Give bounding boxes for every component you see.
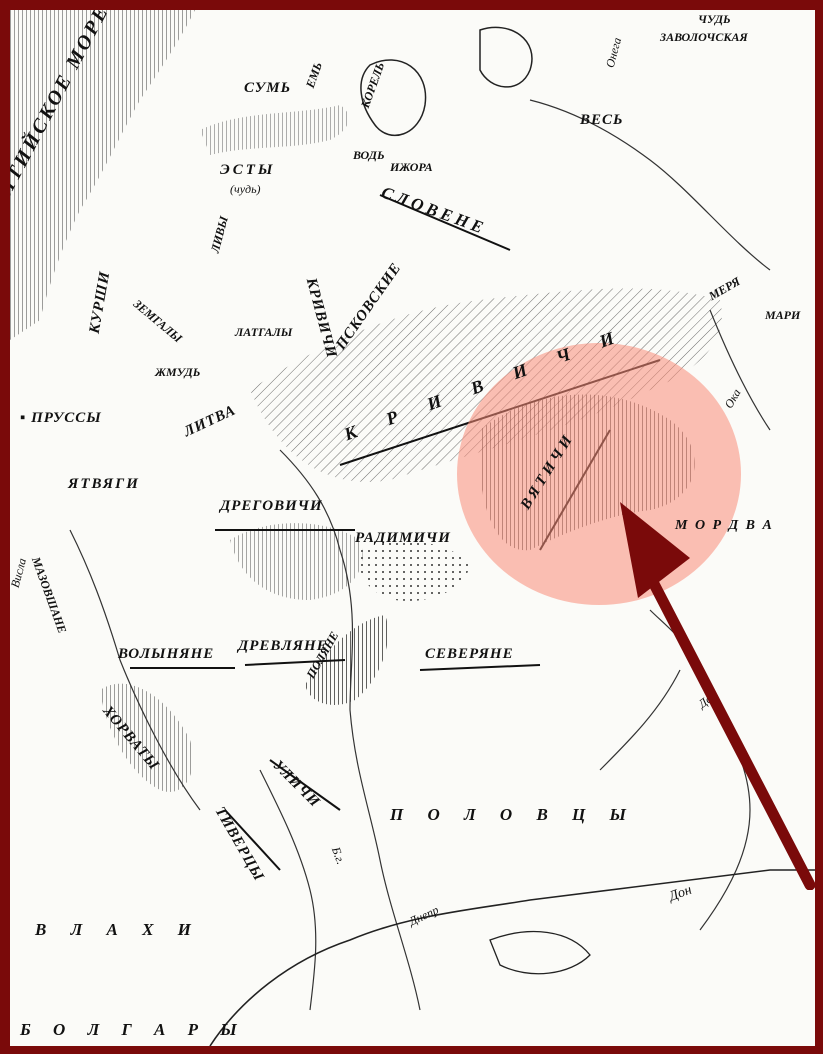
label-volynyane: ВОЛЫНЯНЕ [118, 646, 215, 662]
black-sea-coast [209, 869, 815, 1046]
label-bolgary: Б О Л Г А Р Ы [20, 1020, 246, 1039]
label-sum: СУМЬ [244, 80, 292, 96]
label-vod: ВОДЬ [353, 148, 385, 162]
arrow-icon [620, 502, 815, 890]
lake-onega [479, 26, 533, 88]
crimea [489, 930, 591, 975]
vyatichi-highlight-circle [457, 343, 741, 605]
rivers [69, 99, 771, 1011]
radimichi-zone [359, 541, 470, 601]
label-esty: ЭСТЫ [220, 162, 276, 178]
label-drevlyane: ДРЕВЛЯНЕ [238, 638, 328, 654]
label-izhora: ИЖОРА [390, 160, 433, 174]
label-latgaly: ЛАТГАЛЫ [235, 325, 293, 339]
horvaty-zone [100, 683, 194, 792]
label-vlahi: В Л А Х И [35, 920, 201, 939]
lake-ladoga [360, 59, 427, 136]
baltic-sea [10, 10, 195, 340]
krivichi-zone [250, 288, 722, 482]
label-ves: ВЕСЬ [580, 112, 624, 128]
label-radimichi: РАДИМИЧИ [355, 530, 451, 546]
polyane-zone [305, 615, 389, 705]
label-zhmud: ЖМУДЬ [155, 365, 201, 379]
label-prussy: ▪ ПРУССЫ [20, 410, 102, 426]
label-chud: (чудь) [230, 182, 261, 196]
gulf-of-finland [200, 105, 349, 155]
label-chud-2: ЗАВОЛОЧСКАЯ [660, 30, 748, 44]
label-polovtsy: П О Л О В Ц Ы [390, 805, 636, 824]
label-yatvyagi: ЯТВЯГИ [68, 476, 140, 492]
label-dregovichi: ДРЕГОВИЧИ [220, 498, 323, 514]
label-mordva: М О Р Д В А [675, 518, 774, 533]
map-frame: БАЛТИЙСКОЕ МОРЕ СУМЬ ЕМЬ КОРЕЛЬ Онега ЧУ… [10, 10, 815, 1046]
label-chud-1: ЧУДЬ [698, 12, 731, 26]
label-mari: МАРИ [765, 308, 801, 322]
label-severyane: СЕВЕРЯНЕ [425, 646, 514, 662]
dregovichi-zone [230, 523, 363, 600]
